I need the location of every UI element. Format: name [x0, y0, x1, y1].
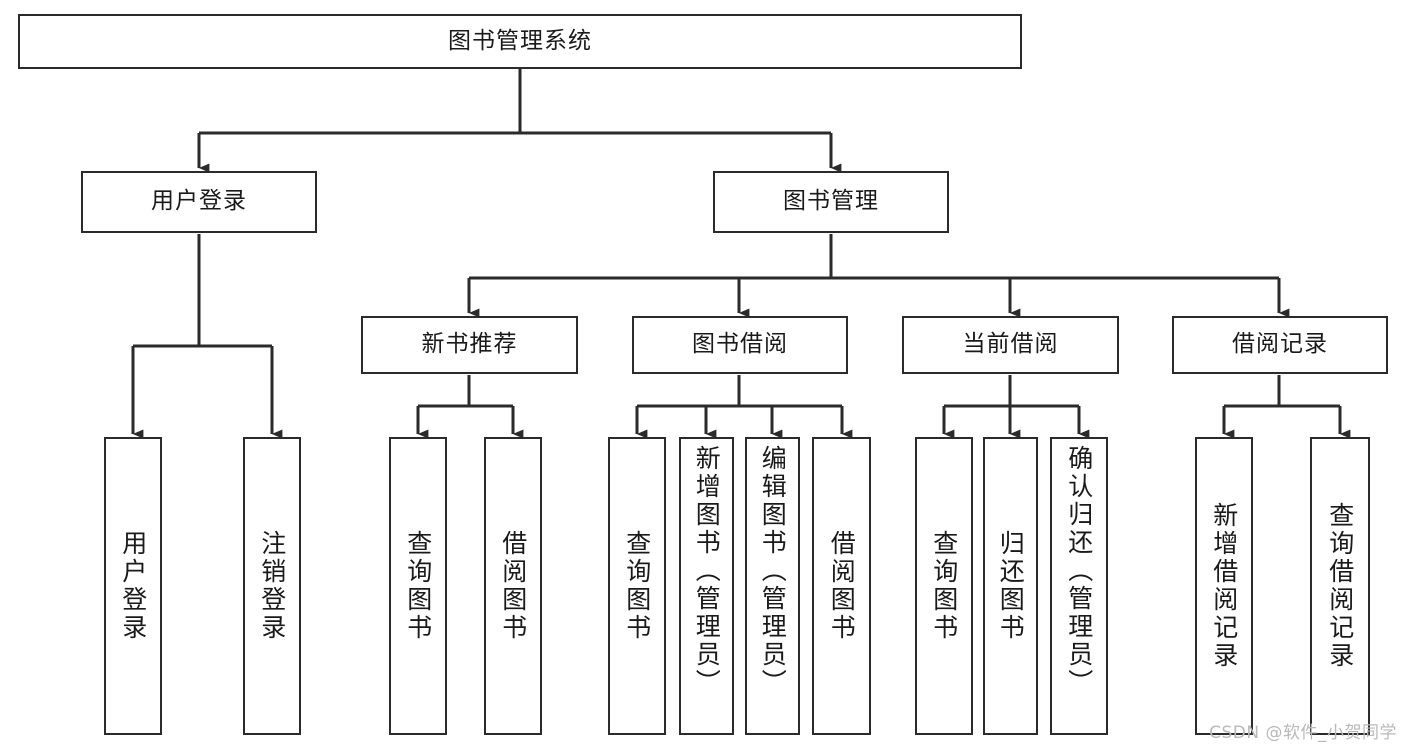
node-book-management[interactable]: 图书管理 [713, 171, 949, 233]
node-label: 查询图书 [403, 530, 433, 642]
node-leaf-add-borrow-record[interactable]: 新增借阅记录 [1195, 437, 1253, 735]
node-borrow-record[interactable]: 借阅记录 [1172, 316, 1388, 374]
node-label: 确认归还（管理员） [1064, 445, 1094, 697]
node-label: 当前借阅 [962, 331, 1059, 358]
node-label: 归还图书 [996, 530, 1026, 642]
node-label: 借阅记录 [1232, 331, 1328, 358]
node-book-borrow[interactable]: 图书借阅 [632, 316, 848, 374]
node-label: 查询图书 [622, 530, 652, 642]
node-label: 用户登录 [118, 530, 148, 642]
node-leaf-return-book[interactable]: 归还图书 [983, 437, 1038, 735]
node-root-system[interactable]: 图书管理系统 [18, 14, 1022, 69]
node-label: 图书管理系统 [448, 27, 592, 54]
node-current-borrow[interactable]: 当前借阅 [902, 316, 1119, 374]
node-leaf-user-login[interactable]: 用户登录 [104, 437, 162, 735]
node-leaf-query-book-1[interactable]: 查询图书 [389, 437, 447, 735]
node-label: 借阅图书 [827, 530, 857, 642]
node-new-book-recommend[interactable]: 新书推荐 [361, 316, 578, 374]
node-leaf-edit-book-admin[interactable]: 编辑图书（管理员） [745, 437, 800, 735]
node-label: 编辑图书（管理员） [758, 445, 788, 697]
node-user-login[interactable]: 用户登录 [81, 171, 317, 233]
node-leaf-query-book-3[interactable]: 查询图书 [915, 437, 973, 735]
node-leaf-query-book-2[interactable]: 查询图书 [608, 437, 666, 735]
node-label: 新增借阅记录 [1209, 502, 1239, 670]
node-leaf-query-borrow-record[interactable]: 查询借阅记录 [1310, 437, 1370, 735]
node-label: 用户登录 [151, 188, 247, 215]
node-label: 图书管理 [783, 188, 879, 215]
node-label: 注销登录 [257, 530, 287, 642]
node-leaf-add-book-admin[interactable]: 新增图书（管理员） [679, 437, 734, 735]
node-label: 借阅图书 [498, 530, 528, 642]
node-leaf-borrow-book-2[interactable]: 借阅图书 [812, 437, 871, 735]
csdn-watermark: CSDN @软件_小贺同学 [1209, 723, 1397, 743]
node-leaf-borrow-book-1[interactable]: 借阅图书 [484, 437, 542, 735]
node-label: 新增图书（管理员） [692, 445, 722, 697]
node-leaf-logout[interactable]: 注销登录 [243, 437, 301, 735]
node-leaf-confirm-return-admin[interactable]: 确认归还（管理员） [1050, 437, 1108, 735]
node-label: 新书推荐 [421, 331, 518, 358]
node-label: 图书借阅 [692, 331, 788, 358]
node-label: 查询借阅记录 [1325, 502, 1355, 670]
node-label: 查询图书 [929, 530, 959, 642]
